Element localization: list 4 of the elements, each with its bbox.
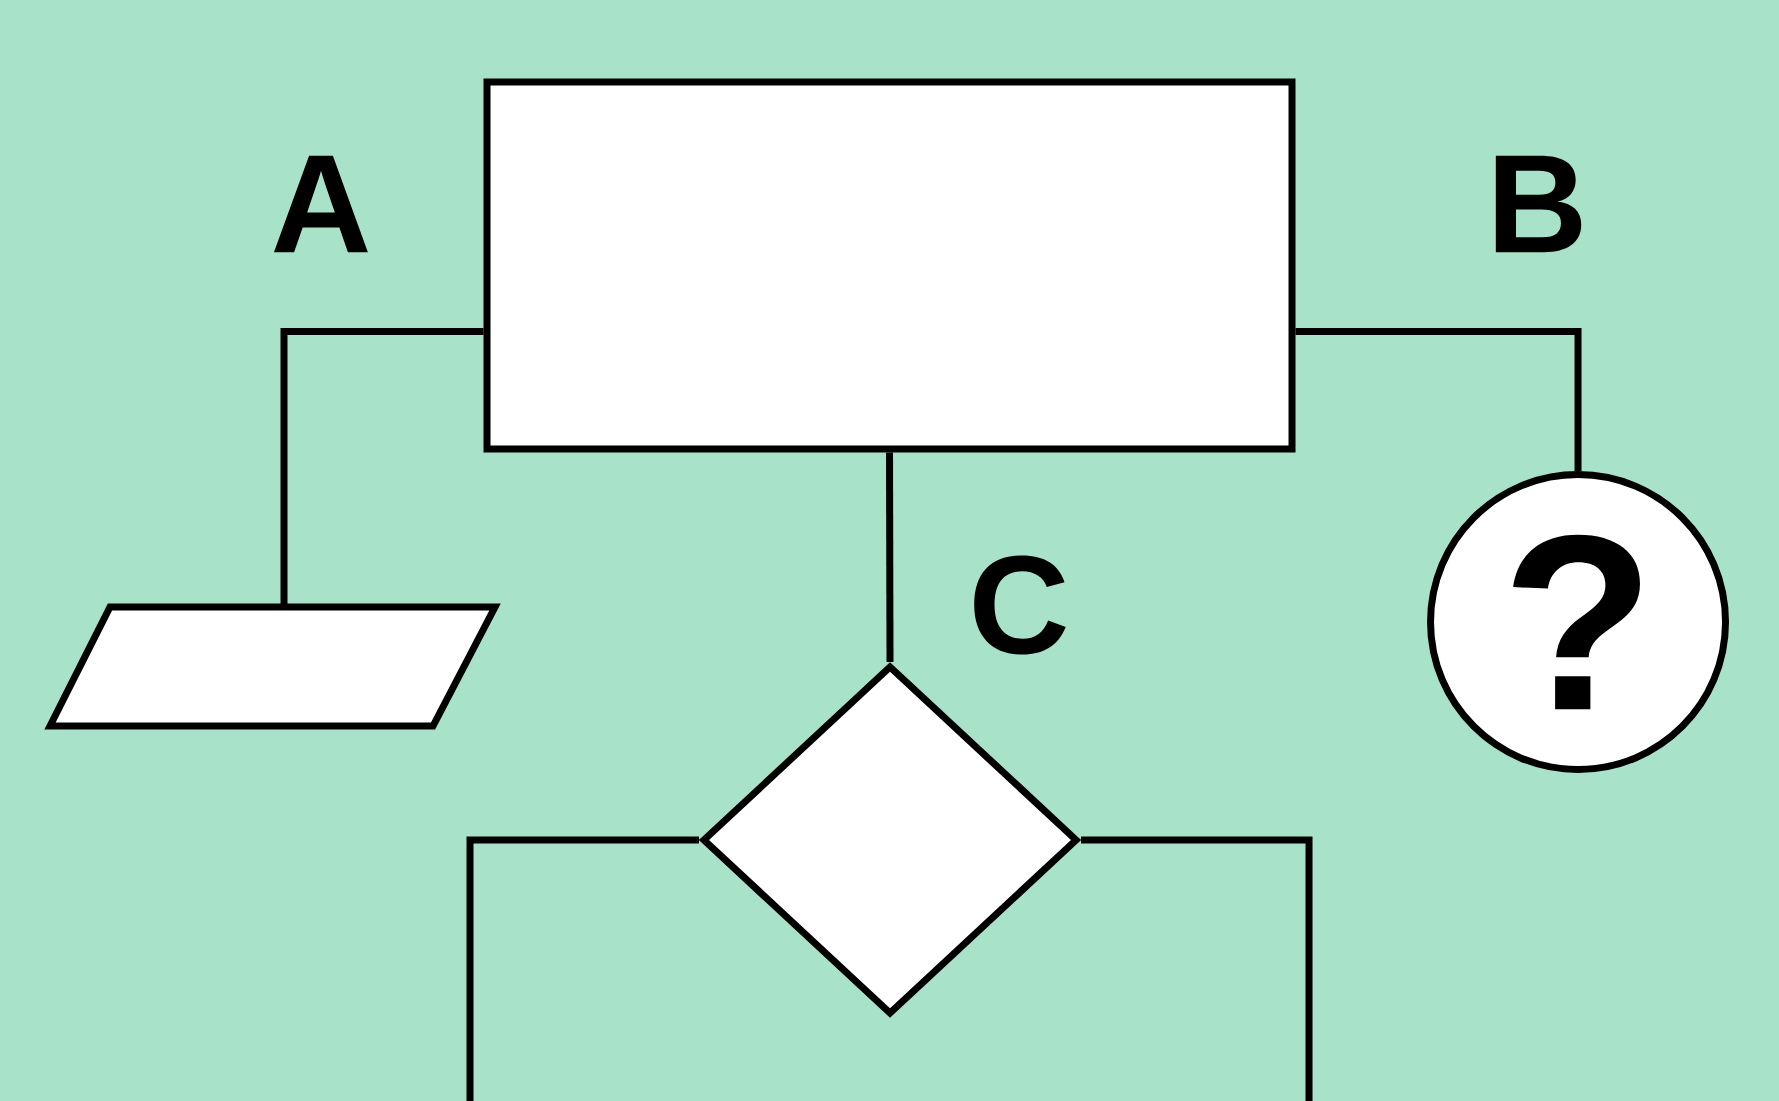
letter-label: B xyxy=(1495,155,1582,253)
letter-label: C xyxy=(974,555,1066,655)
process-box xyxy=(483,78,1296,453)
letter-label: A xyxy=(273,155,368,253)
